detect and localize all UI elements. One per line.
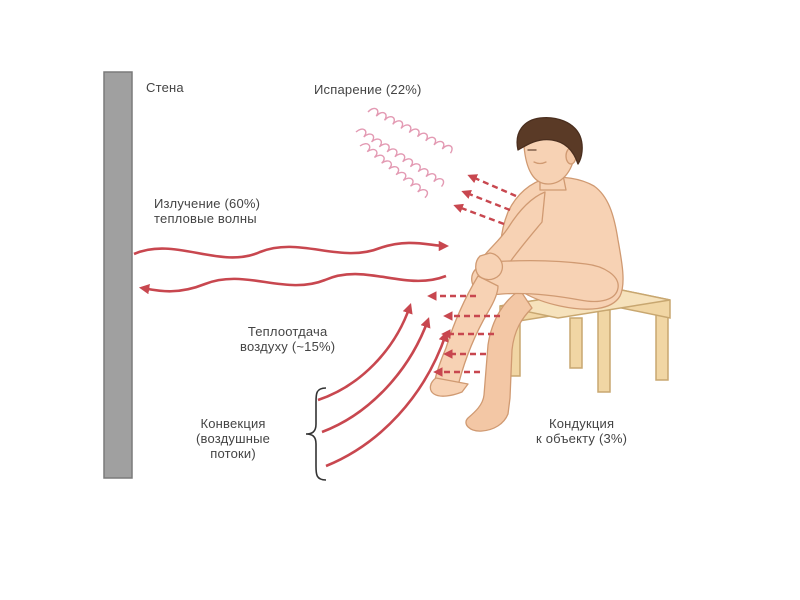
convection-label-line3: потоки): [210, 446, 256, 461]
conduction-label-line1: Кондукция: [548, 416, 615, 431]
air-transfer-arrows: [427, 291, 500, 377]
air-transfer-label-line2: воздуху (~15%): [240, 339, 336, 354]
evaporation-arrows: [453, 174, 517, 226]
air-transfer-label-line1: Теплоотдача: [247, 324, 328, 339]
air-transfer-label: Теплоотдача воздуху (~15%): [240, 324, 335, 354]
radiation-arrows: [133, 240, 450, 295]
wall-label: Стена: [146, 80, 184, 95]
conduction-label: Кондукция к объекту (3%): [536, 416, 627, 446]
evaporation-waves: [355, 107, 453, 199]
convection-arrows: [317, 303, 449, 468]
person: [429, 116, 624, 432]
convection-label-line2: (воздушные: [196, 431, 271, 446]
convection-brace: [305, 387, 327, 481]
convection-label-line1: Конвекция: [200, 416, 266, 431]
evaporation-label: Испарение (22%): [314, 82, 422, 97]
radiation-label: Излучение (60%) тепловые волны: [154, 196, 260, 226]
convection-label: Конвекция (воздушные потоки): [196, 416, 270, 461]
radiation-label-line1: Излучение (60%): [154, 196, 261, 211]
wall: [103, 71, 133, 479]
radiation-label-line2: тепловые волны: [154, 211, 257, 226]
conduction-label-line2: к объекту (3%): [536, 431, 628, 446]
